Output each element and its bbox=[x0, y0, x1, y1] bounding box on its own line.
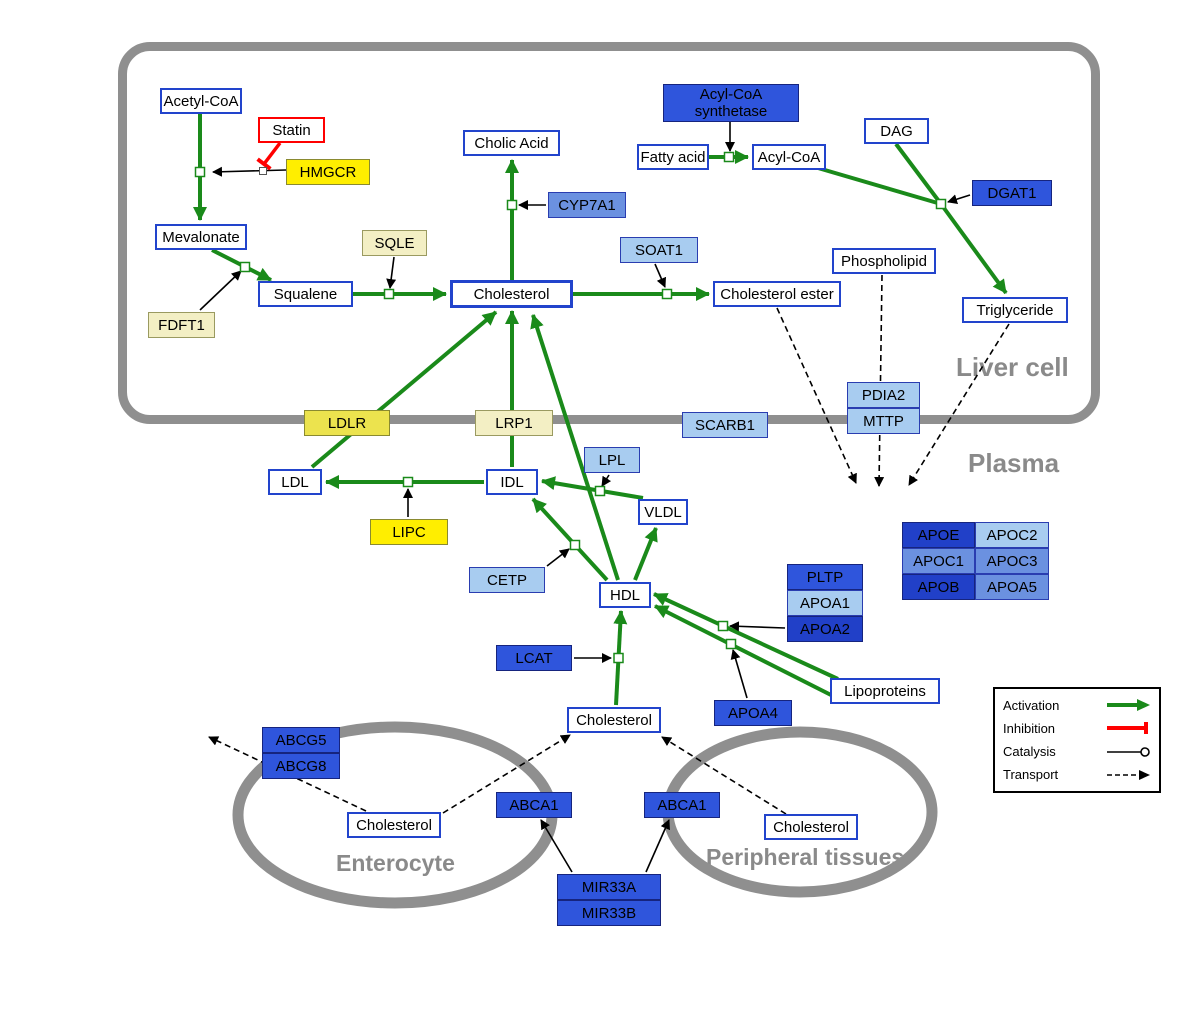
node-squalene[interactable]: Squalene bbox=[258, 281, 353, 307]
node-apoa1[interactable]: APOA1 bbox=[787, 590, 863, 616]
node-lpl[interactable]: LPL bbox=[584, 447, 640, 473]
activation-arrow-icon bbox=[1107, 699, 1150, 711]
plasma-label: Plasma bbox=[968, 448, 1060, 478]
liver-cell-label: Liver cell bbox=[956, 352, 1069, 382]
liver-cell-membrane bbox=[118, 42, 1100, 424]
node-cholesterol-liver[interactable]: Cholesterol bbox=[450, 280, 573, 308]
legend: Activation Inhibition Catalysis Transpor… bbox=[993, 687, 1161, 793]
node-acetyl-coa-liver[interactable]: Acetyl-CoA bbox=[160, 88, 242, 114]
acyl-coa-synthetase-line2: synthetase bbox=[694, 103, 768, 120]
legend-transport-label: Transport bbox=[1003, 767, 1059, 783]
legend-catalysis-label: Catalysis bbox=[1003, 744, 1056, 760]
node-cholesterol-peripheral[interactable]: Cholesterol bbox=[764, 814, 858, 840]
node-apoa4[interactable]: APOA4 bbox=[714, 700, 792, 726]
node-cholic-acid[interactable]: Cholic Acid bbox=[463, 130, 560, 156]
enterocyte-label: Enterocyte bbox=[336, 850, 455, 876]
node-dag[interactable]: DAG bbox=[864, 118, 929, 144]
node-fatty-acid[interactable]: Fatty acid bbox=[637, 144, 709, 170]
node-cholesterol-ester[interactable]: Cholesterol ester bbox=[713, 281, 841, 307]
legend-activation-label: Activation bbox=[1003, 697, 1060, 713]
node-acyl-coa-synthetase[interactable]: Acyl-CoA synthetase bbox=[663, 84, 799, 122]
node-cholesterol-enterocyte[interactable]: Cholesterol bbox=[347, 812, 441, 838]
peripheral-tissues-label: Peripheral tissues bbox=[706, 844, 905, 870]
node-lrp1[interactable]: LRP1 bbox=[475, 410, 553, 436]
node-pltp[interactable]: PLTP bbox=[787, 564, 863, 590]
node-hdl[interactable]: HDL bbox=[599, 582, 651, 608]
node-dgat1[interactable]: DGAT1 bbox=[972, 180, 1052, 206]
node-soat1[interactable]: SOAT1 bbox=[620, 237, 698, 263]
node-abca1-peripheral[interactable]: ABCA1 bbox=[644, 792, 720, 818]
node-apoa2[interactable]: APOA2 bbox=[787, 616, 863, 642]
node-mttp[interactable]: MTTP bbox=[847, 408, 920, 434]
catalysis-circle-icon bbox=[1107, 746, 1150, 757]
node-mir33b[interactable]: MIR33B bbox=[557, 900, 661, 926]
node-phospholipid[interactable]: Phospholipid bbox=[832, 248, 936, 274]
node-sqle[interactable]: SQLE bbox=[362, 230, 427, 256]
node-lcat[interactable]: LCAT bbox=[496, 645, 572, 671]
legend-inhibition-row: Inhibition bbox=[1003, 717, 1151, 739]
node-cetp[interactable]: CETP bbox=[469, 567, 545, 593]
legend-activation-row: Activation bbox=[1003, 694, 1151, 716]
node-hmgcr[interactable]: HMGCR bbox=[286, 159, 370, 185]
node-triglyceride[interactable]: Triglyceride bbox=[962, 297, 1068, 323]
node-ldl[interactable]: LDL bbox=[268, 469, 322, 495]
node-abcg8[interactable]: ABCG8 bbox=[262, 753, 340, 779]
transport-edges bbox=[208, 274, 1010, 815]
node-abcg5[interactable]: ABCG5 bbox=[262, 727, 340, 753]
node-apoc2[interactable]: APOC2 bbox=[975, 522, 1049, 548]
inhibition-edge-statin bbox=[256, 141, 282, 171]
node-mevalonate[interactable]: Mevalonate bbox=[155, 224, 247, 250]
catalysis-edges bbox=[199, 122, 971, 873]
node-cyp7a1[interactable]: CYP7A1 bbox=[548, 192, 626, 218]
acyl-coa-synthetase-line1: Acyl-CoA bbox=[699, 86, 763, 103]
reaction-nodes bbox=[194, 151, 947, 664]
node-apoe[interactable]: APOE bbox=[902, 522, 975, 548]
node-pdia2[interactable]: PDIA2 bbox=[847, 382, 920, 408]
transport-dashed-arrow-icon bbox=[1107, 769, 1150, 780]
node-ldlr[interactable]: LDLR bbox=[304, 410, 390, 436]
node-apob[interactable]: APOB bbox=[902, 574, 975, 600]
inhibition-bar-icon bbox=[1107, 722, 1148, 735]
node-statin[interactable]: Statin bbox=[258, 117, 325, 143]
legend-catalysis-row: Catalysis bbox=[1003, 741, 1151, 763]
legend-transport-row: Transport bbox=[1003, 764, 1151, 786]
node-fdft1[interactable]: FDFT1 bbox=[148, 312, 215, 338]
node-apoc1[interactable]: APOC1 bbox=[902, 548, 975, 574]
node-abca1-enterocyte[interactable]: ABCA1 bbox=[496, 792, 572, 818]
node-scarb1[interactable]: SCARB1 bbox=[682, 412, 768, 438]
node-acyl-coa[interactable]: Acyl-CoA bbox=[752, 144, 826, 170]
node-vldl[interactable]: VLDL bbox=[638, 499, 688, 525]
legend-inhibition-label: Inhibition bbox=[1003, 720, 1056, 736]
node-idl[interactable]: IDL bbox=[486, 469, 538, 495]
node-lipoproteins[interactable]: Lipoproteins bbox=[830, 678, 940, 704]
node-apoc3[interactable]: APOC3 bbox=[975, 548, 1049, 574]
node-apoa5[interactable]: APOA5 bbox=[975, 574, 1049, 600]
node-lipc[interactable]: LIPC bbox=[370, 519, 448, 545]
node-cholesterol-plasma[interactable]: Cholesterol bbox=[567, 707, 661, 733]
node-mir33a[interactable]: MIR33A bbox=[557, 874, 661, 900]
